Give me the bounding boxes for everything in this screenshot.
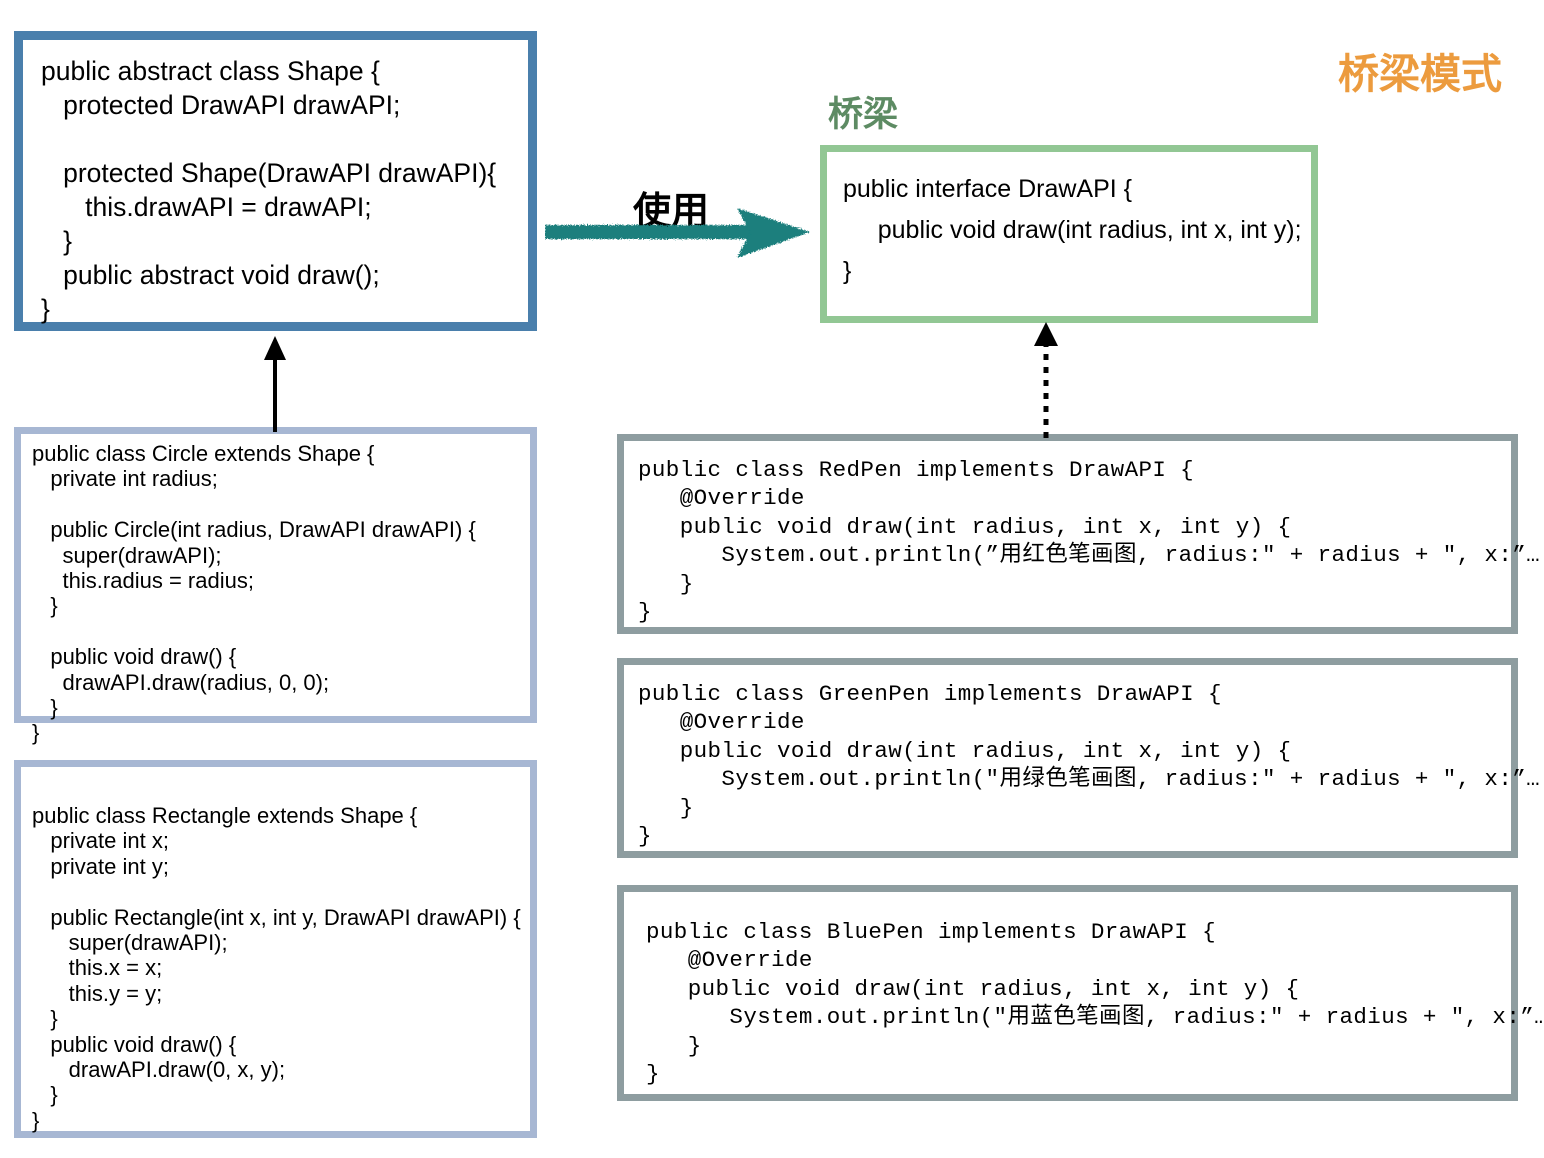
class-box-circle: public class Circle extends Shape { priv… (14, 427, 537, 745)
code-drawapi: public interface DrawAPI { public void d… (843, 175, 1302, 285)
code-rectangle: public class Rectangle extends Shape { p… (32, 803, 521, 1133)
code-bluepen: public class BluePen implements DrawAPI … (646, 919, 1544, 1088)
class-box-shape: public abstract class Shape { protected … (14, 31, 537, 331)
interface-box-drawapi: public interface DrawAPI { public void d… (820, 145, 1318, 323)
code-shape: public abstract class Shape { protected … (41, 56, 497, 324)
inheritance-arrow-icon (264, 336, 286, 432)
code-circle: public class Circle extends Shape { priv… (32, 441, 476, 746)
class-box-greenpen: public class GreenPen implements DrawAPI… (617, 658, 1541, 858)
class-box-bluepen: public class BluePen implements DrawAPI … (617, 885, 1544, 1101)
bridge-annotation-label: 桥梁 (828, 95, 899, 134)
realization-arrow-icon (1034, 322, 1058, 438)
uses-brush-arrow-icon (545, 208, 810, 258)
code-greenpen: public class GreenPen implements DrawAPI… (638, 681, 1541, 850)
class-box-rectangle: public class Rectangle extends Shape { p… (14, 760, 537, 1138)
pattern-title: 桥梁模式 (1338, 51, 1502, 97)
code-redpen: public class RedPen implements DrawAPI {… (638, 457, 1541, 626)
class-box-redpen: public class RedPen implements DrawAPI {… (617, 434, 1541, 634)
